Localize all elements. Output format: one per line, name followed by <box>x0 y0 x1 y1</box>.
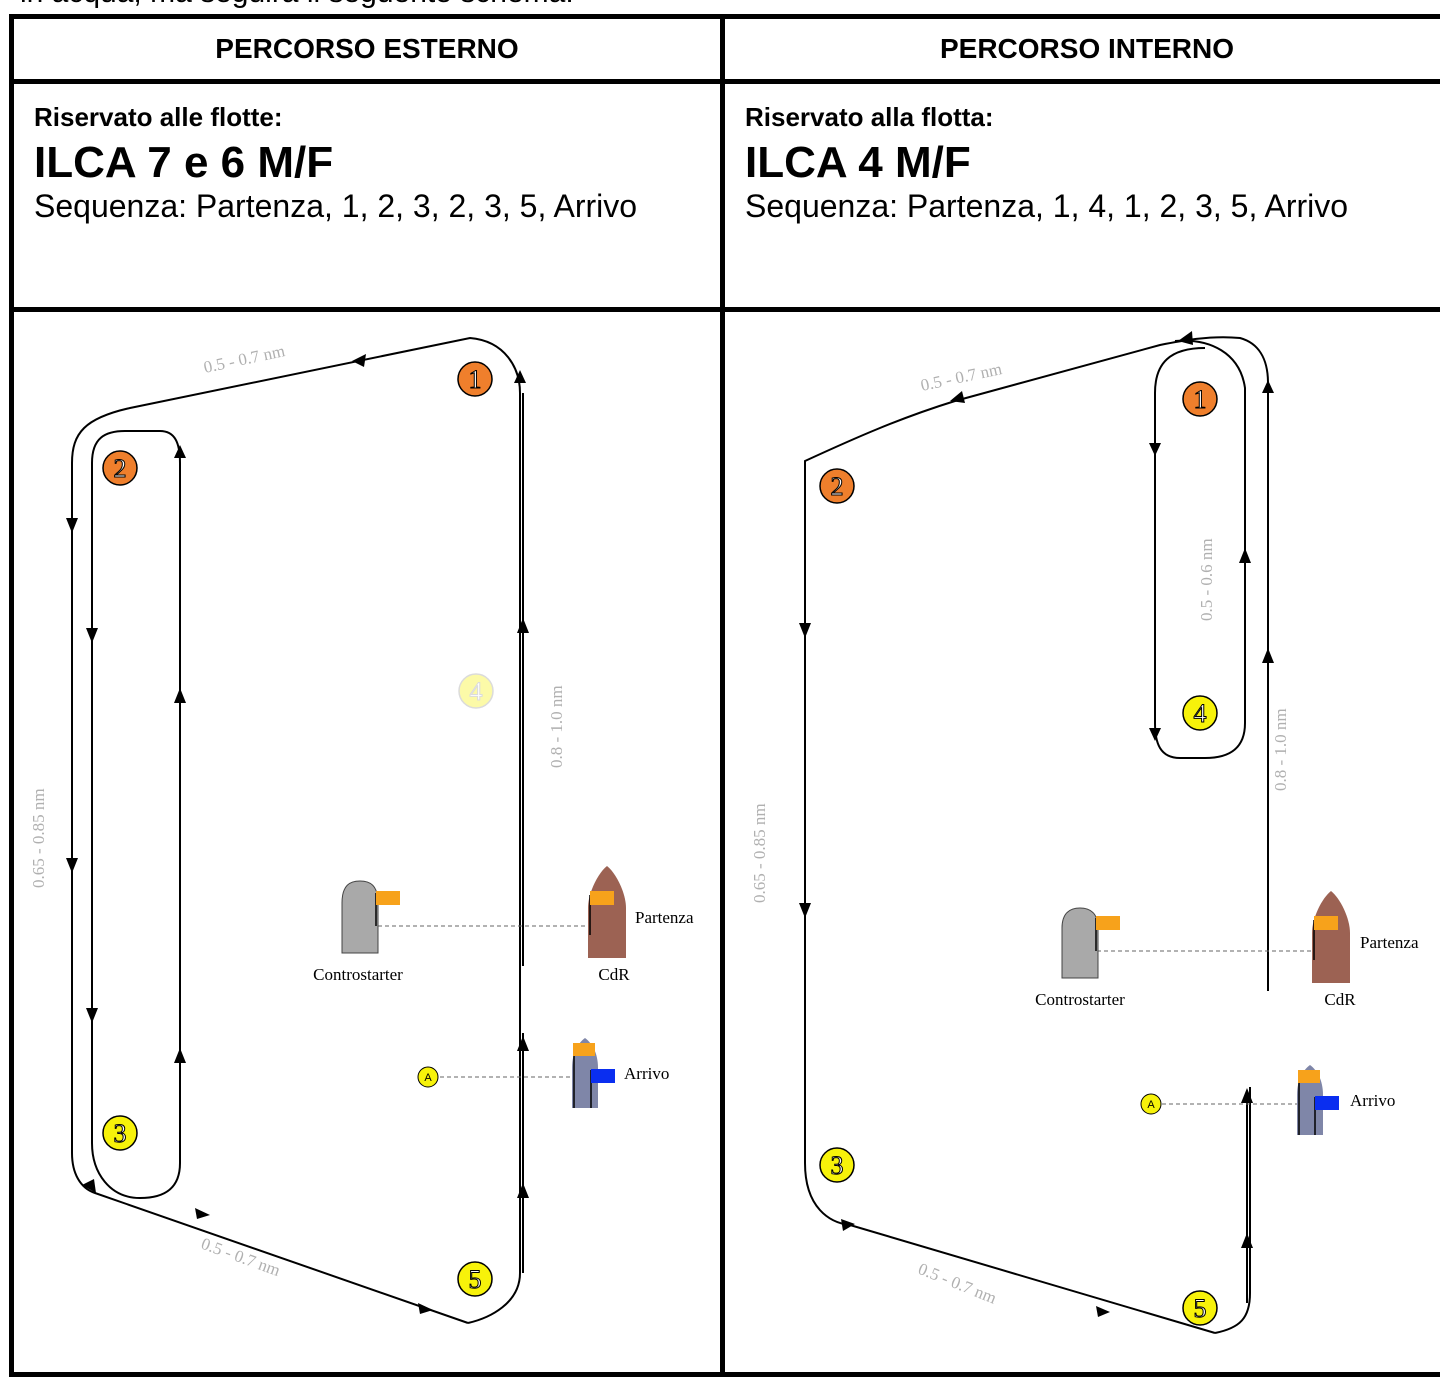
mark-a: A <box>418 1067 438 1087</box>
partenza-label: Partenza <box>1360 933 1419 952</box>
course-table: PERCORSO ESTERNO PERCORSO INTERNO Riserv… <box>9 14 1440 1377</box>
arrivo-boat <box>572 1038 615 1108</box>
mark-3: 3 <box>103 1116 137 1150</box>
mark-2: 2 <box>103 451 137 485</box>
right-sequence: Sequenza: Partenza, 1, 4, 1, 2, 3, 5, Ar… <box>745 187 1440 225</box>
dist-right-label: 0.8 - 1.0 nm <box>1271 708 1290 791</box>
partenza-label: Partenza <box>635 908 694 927</box>
left-fleet: ILCA 7 e 6 M/F <box>34 139 720 187</box>
mark-4-faded: 4 <box>459 674 493 708</box>
cdr-boat <box>1312 891 1350 983</box>
dist-right-label: 0.8 - 1.0 nm <box>547 685 566 768</box>
mark-1: 1 <box>1183 382 1217 416</box>
inner-course-path <box>92 431 180 1198</box>
outer-course-path <box>72 338 520 1323</box>
left-label: Riservato alle flotte: <box>34 102 720 133</box>
arrivo-label: Arrivo <box>1350 1091 1395 1110</box>
right-fleet: ILCA 4 M/F <box>745 139 1440 187</box>
svg-text:1: 1 <box>1194 385 1207 414</box>
svg-text:A: A <box>424 1072 432 1084</box>
svg-text:3: 3 <box>114 1119 127 1148</box>
right-info: Riservato alla flotta: ILCA 4 M/F Sequen… <box>723 82 1440 310</box>
dist-top-label: 0.5 - 0.7 nm <box>202 341 287 377</box>
mark-4: 4 <box>1183 696 1217 730</box>
dist-bottom-label: 0.5 - 0.7 nm <box>199 1234 283 1280</box>
mark-5: 5 <box>1183 1291 1217 1325</box>
controstarter-boat <box>1062 908 1120 978</box>
course-arrows <box>799 331 1274 1317</box>
cdr-label: CdR <box>598 965 630 984</box>
mark-2: 2 <box>820 469 854 503</box>
arrivo-label: Arrivo <box>624 1064 669 1083</box>
mark-3: 3 <box>820 1148 854 1182</box>
mark-5: 5 <box>458 1262 492 1296</box>
right-course-diagram: 0.5 - 0.7 nm 0.65 - 0.85 nm 0.5 - 0.6 nm… <box>725 312 1440 1372</box>
right-label: Riservato alla flotta: <box>745 102 1440 133</box>
svg-text:4: 4 <box>470 677 483 706</box>
svg-text:5: 5 <box>1194 1294 1207 1323</box>
intro-text: in acqua, ma seguirà il seguente schema: <box>20 0 574 10</box>
controstarter-label: Controstarter <box>1035 990 1125 1009</box>
left-course-diagram: 0.5 - 0.7 nm 0.65 - 0.85 nm 0.8 - 1.0 nm… <box>14 312 720 1372</box>
svg-text:A: A <box>1147 1099 1155 1111</box>
svg-text:4: 4 <box>1194 699 1207 728</box>
mark-a: A <box>1141 1094 1161 1114</box>
right-header: PERCORSO INTERNO <box>723 17 1440 82</box>
controstarter-label: Controstarter <box>313 965 403 984</box>
svg-text:1: 1 <box>469 365 482 394</box>
course-arrows <box>66 354 529 1314</box>
svg-text:5: 5 <box>469 1265 482 1294</box>
svg-text:2: 2 <box>114 454 127 483</box>
svg-text:2: 2 <box>831 472 844 501</box>
left-header: PERCORSO ESTERNO <box>12 17 723 82</box>
cdr-boat <box>588 866 626 958</box>
left-diagram-cell: 0.5 - 0.7 nm 0.65 - 0.85 nm 0.8 - 1.0 nm… <box>12 310 723 1375</box>
dist-left-label: 0.65 - 0.85 nm <box>750 803 769 903</box>
left-sequence: Sequenza: Partenza, 1, 2, 3, 2, 3, 5, Ar… <box>34 187 720 225</box>
right-diagram-cell: 0.5 - 0.7 nm 0.65 - 0.85 nm 0.5 - 0.6 nm… <box>723 310 1440 1375</box>
svg-text:3: 3 <box>831 1151 844 1180</box>
dist-left-label: 0.65 - 0.85 nm <box>29 788 48 888</box>
dist-inner-label: 0.5 - 0.6 nm <box>1197 538 1216 621</box>
outer-course-path <box>805 337 1268 1333</box>
controstarter-boat <box>342 881 400 953</box>
left-info: Riservato alle flotte: ILCA 7 e 6 M/F Se… <box>12 82 723 310</box>
cdr-label: CdR <box>1324 990 1356 1009</box>
arrivo-boat <box>1297 1065 1339 1135</box>
dist-top-label: 0.5 - 0.7 nm <box>919 359 1004 395</box>
mark-1: 1 <box>458 362 492 396</box>
